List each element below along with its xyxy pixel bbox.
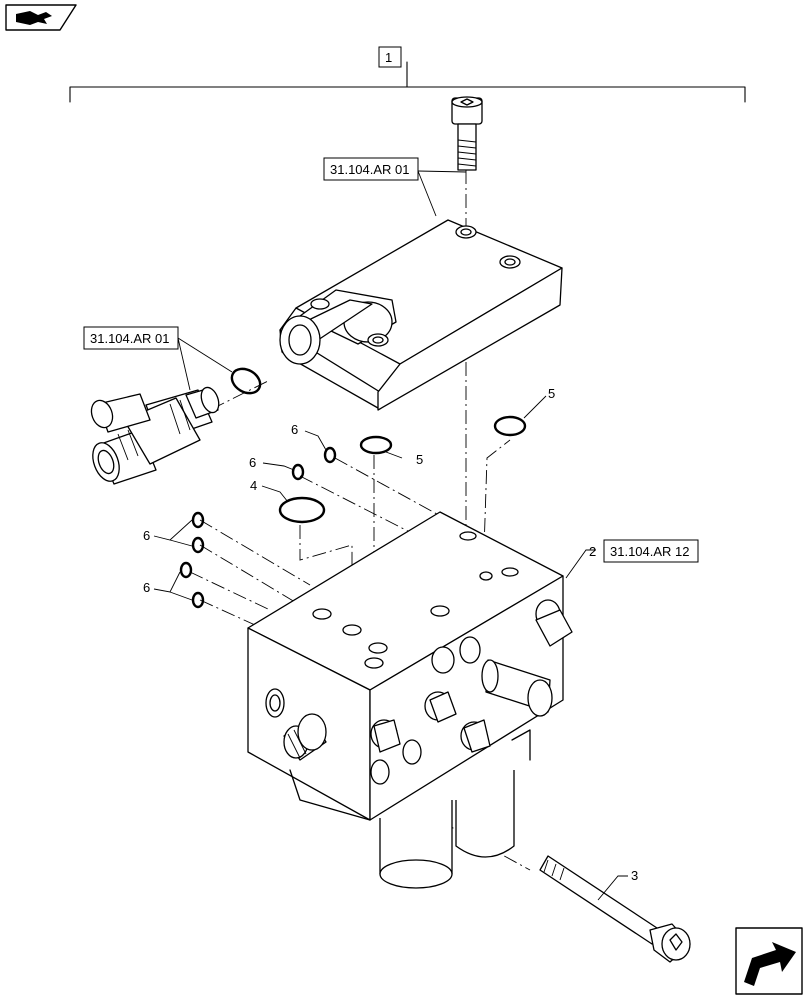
callout-6-b: 6: [249, 455, 256, 470]
book-arrow-icon[interactable]: [5, 4, 77, 31]
assembly-label: 1: [385, 50, 392, 65]
callout-5-right: 5: [548, 386, 555, 401]
ref-box-fitting: [83, 326, 179, 350]
o-ring-5-right: [493, 415, 527, 437]
ref-box-top-block: [323, 157, 419, 181]
ref-fitting[interactable]: 31.104.AR 01: [90, 331, 170, 346]
callout-6-c: 6: [143, 528, 150, 543]
ref-valve[interactable]: 31.104.AR 12: [610, 544, 690, 559]
top-cap-screw: [451, 96, 483, 171]
tee-fitting: [90, 386, 220, 485]
ref-box-valve: [603, 539, 699, 563]
next-page-arrow-icon[interactable]: [735, 927, 803, 995]
o-ring-5-left: [359, 435, 393, 455]
top-block: [279, 219, 563, 411]
seal-rings: [179, 415, 527, 609]
ref-top-block[interactable]: 31.104.AR 01: [330, 162, 410, 177]
callout-4: 4: [250, 478, 257, 493]
callout-3: 3: [631, 868, 638, 883]
callout-5-left: 5: [416, 452, 423, 467]
assembly-bracket: [69, 46, 746, 103]
valve-body: [247, 511, 573, 889]
long-cap-screw: [539, 855, 691, 963]
leader-lines: [153, 170, 628, 901]
large-o-ring: [278, 496, 326, 524]
callout-2: 2: [589, 544, 596, 559]
o-ring-fitting: [230, 367, 262, 395]
callout-6-a: 6: [291, 422, 298, 437]
callout-6-d: 6: [143, 580, 150, 595]
